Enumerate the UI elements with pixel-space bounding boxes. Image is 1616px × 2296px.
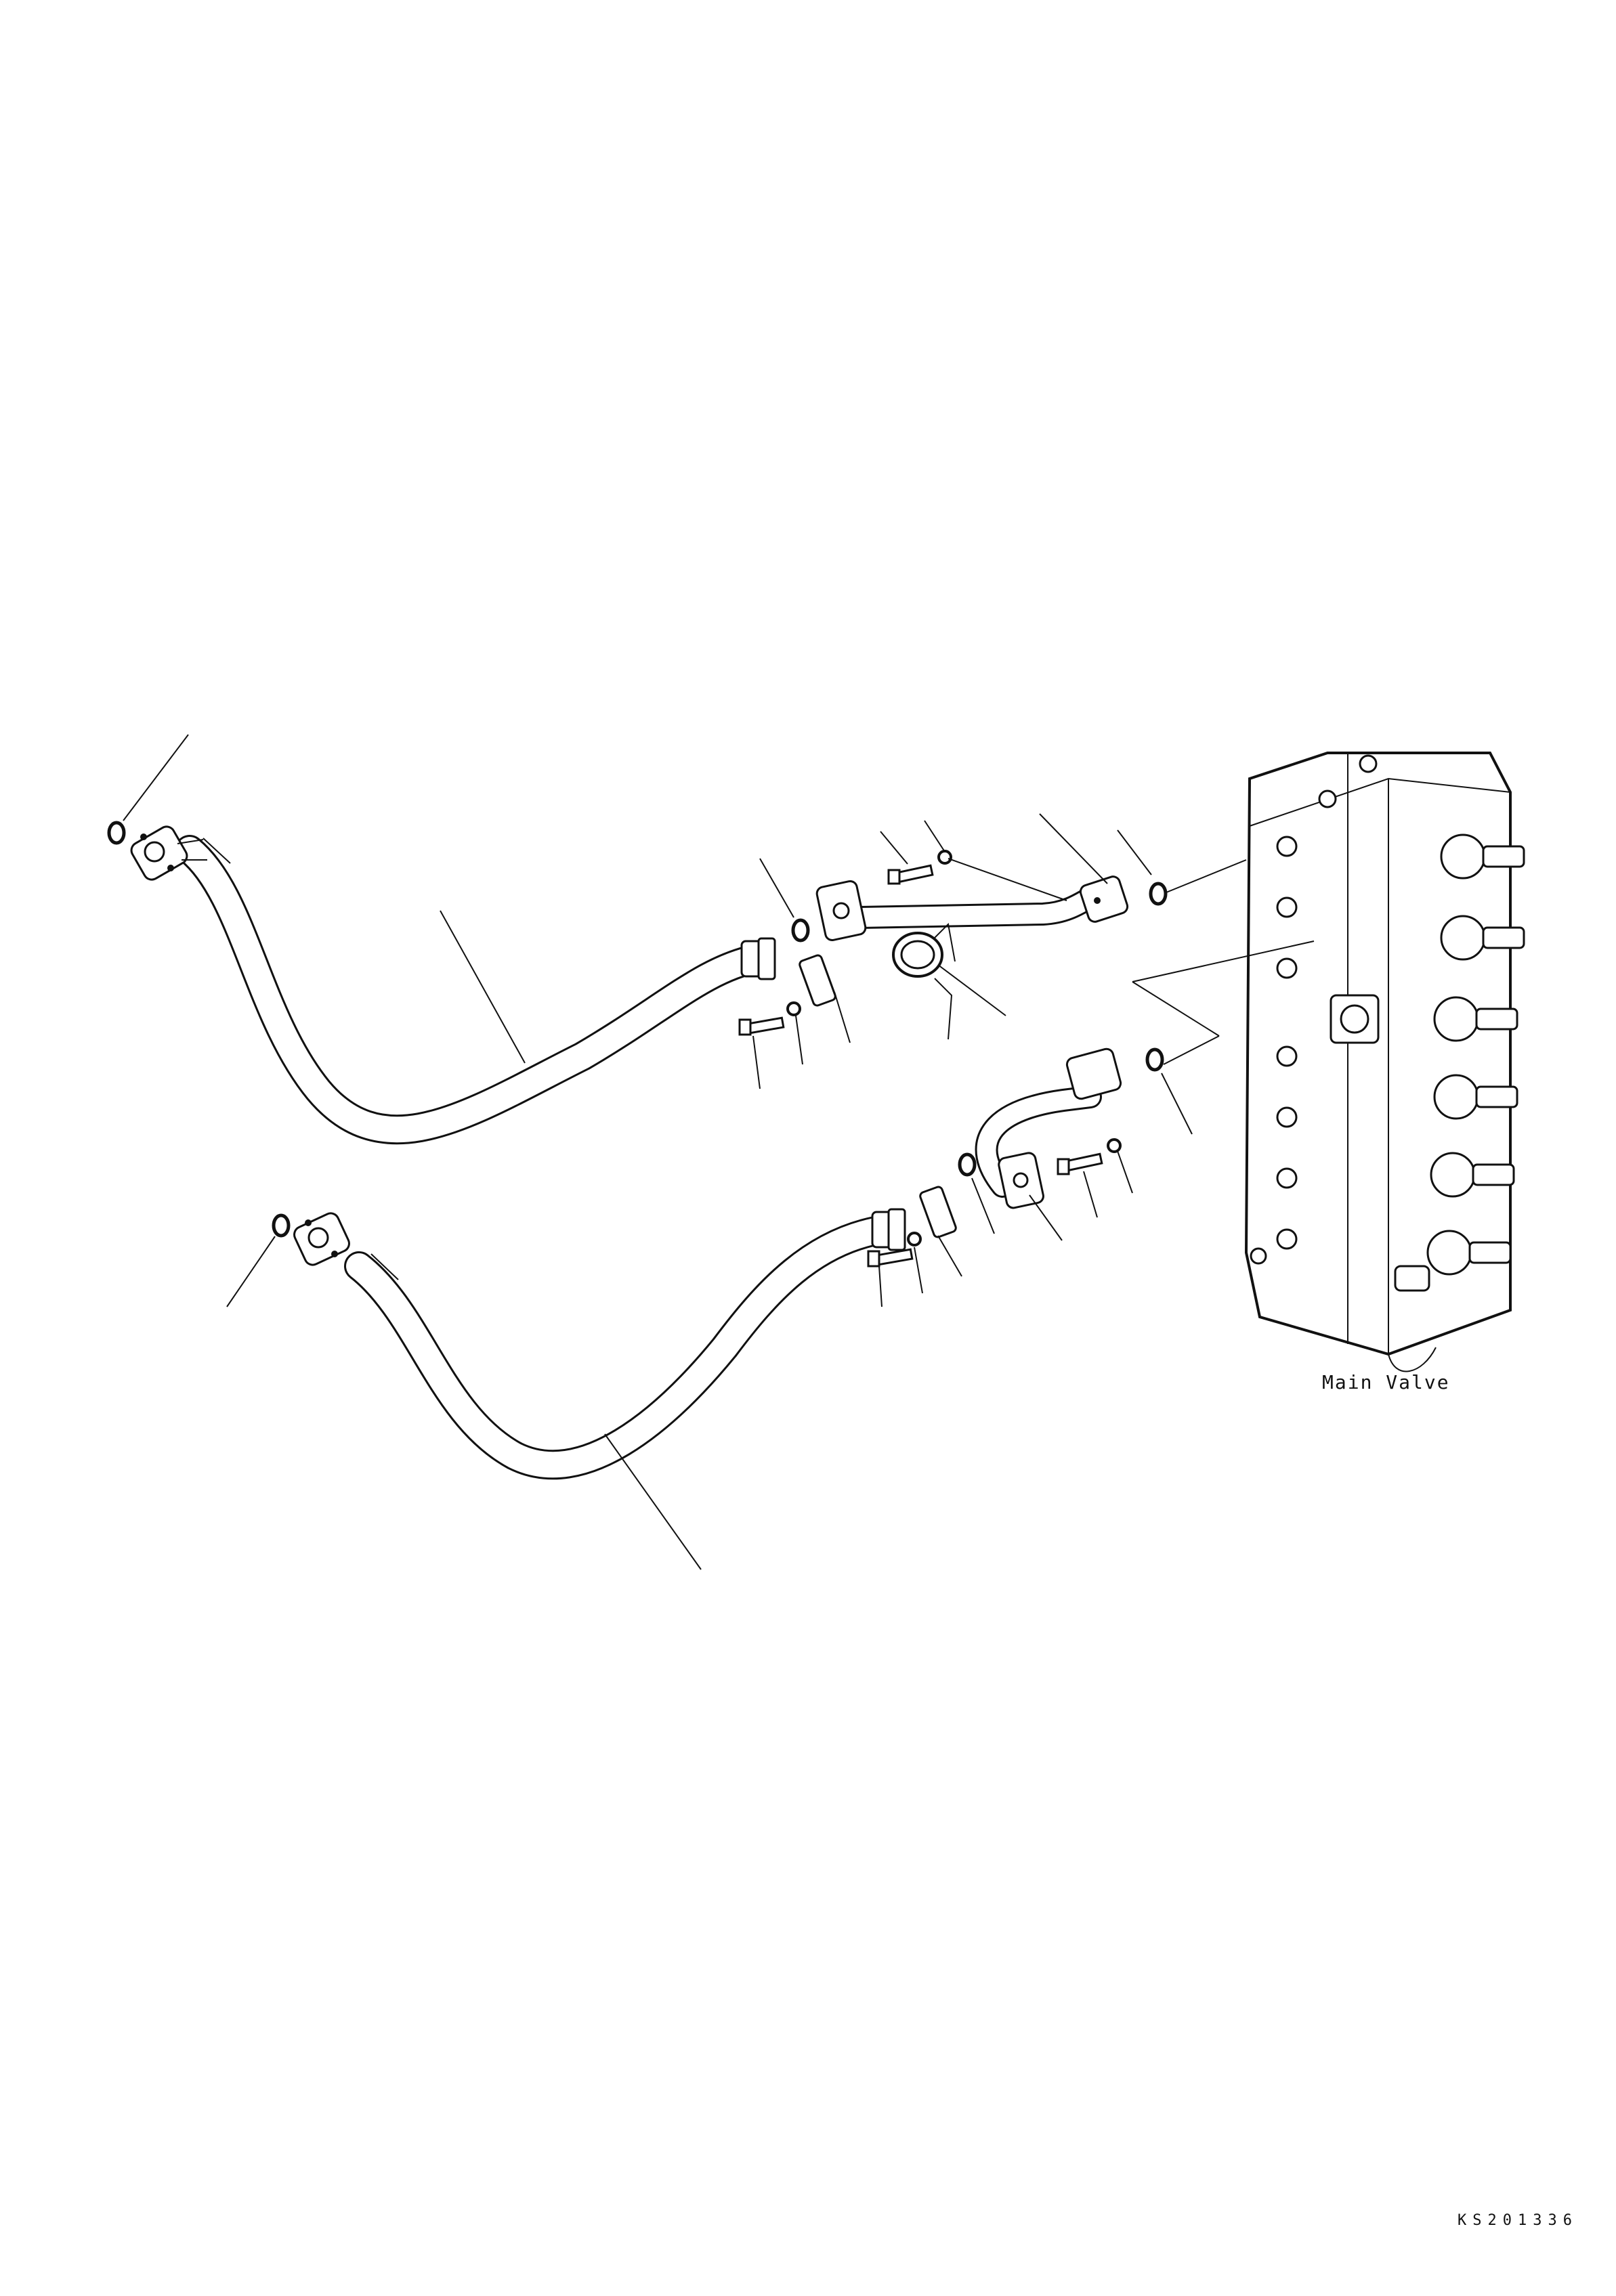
drawing-code: KS201336 <box>1458 2212 1578 2229</box>
bolt-lower-b <box>867 1248 914 1268</box>
leader-lines <box>123 734 1437 1570</box>
tube-lower <box>975 1047 1122 1209</box>
split-flange-upper <box>799 954 836 1007</box>
o-ring-lower-right <box>1145 1047 1164 1072</box>
washer-upper-a <box>937 850 952 865</box>
main-valve <box>1244 752 1525 1356</box>
split-flange-lower <box>919 1186 957 1238</box>
tube-upper <box>815 875 1129 942</box>
hose-upper <box>175 835 773 1145</box>
hose-lower <box>344 1214 902 1480</box>
hose-lower-end-left <box>293 1212 350 1266</box>
bolt-upper-a <box>887 864 934 885</box>
o-ring-upper-right <box>1149 882 1168 906</box>
o-ring-upper-mid <box>791 918 810 943</box>
hose-upper-end-left <box>130 825 207 881</box>
bolt-upper-b <box>738 1016 785 1036</box>
o-ring-lower-mid <box>958 1152 977 1177</box>
main-valve-label: Main Valve <box>1322 1371 1450 1393</box>
bolt-lower-a <box>1057 1152 1103 1175</box>
washer-upper-b <box>786 1001 801 1016</box>
o-ring-lower-left <box>272 1213 291 1238</box>
hose-upper-end-right <box>740 937 776 980</box>
washer-lower-b <box>907 1232 922 1247</box>
o-ring-upper-left <box>107 821 126 845</box>
clamp-upper <box>892 922 956 978</box>
hose-lower-end-right <box>871 1208 906 1251</box>
washer-lower-a <box>1107 1138 1122 1153</box>
